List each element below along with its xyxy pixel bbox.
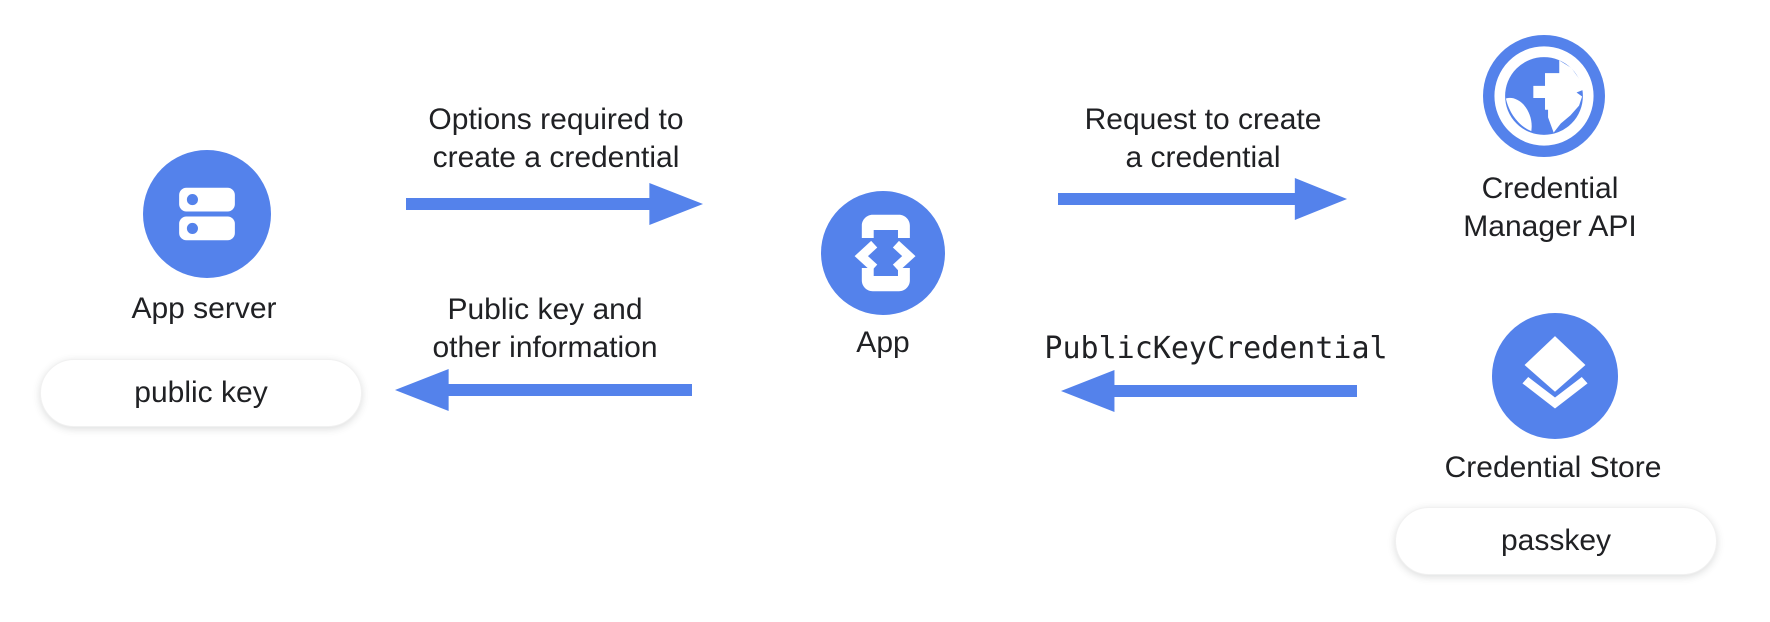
arrow-right-icon	[1058, 178, 1348, 220]
passkey-badge: passkey	[1395, 507, 1717, 575]
credential-manager-api-label: Credential Manager API	[1463, 170, 1636, 246]
public-key-info-flow-label-line1: Public key and	[447, 293, 643, 326]
credential-manager-api-node	[1483, 35, 1605, 157]
request-flow-label-line2: a credential	[1125, 141, 1281, 174]
credential-store-node	[1492, 313, 1618, 439]
credential-manager-api-label-line1: Credential	[1481, 172, 1619, 205]
arrow-left-icon	[1060, 370, 1357, 412]
options-flow-label-line1: Options required to	[428, 103, 684, 136]
globe-icon	[1494, 46, 1594, 146]
public-key-credential-flow-label: PublicKeyCredential	[1044, 331, 1388, 366]
public-key-info-flow-label-line2: other information	[432, 331, 658, 364]
phone-code-icon	[854, 214, 916, 292]
app-label: App	[856, 326, 910, 359]
credential-manager-api-label-line2: Manager API	[1463, 210, 1637, 243]
public-key-info-flow-label: Public key and other information	[432, 291, 657, 367]
app-server-label: App server	[131, 292, 277, 325]
request-flow-label: Request to create a credential	[1085, 101, 1322, 177]
server-icon	[179, 187, 235, 241]
passkey-badge-text: passkey	[1500, 524, 1612, 557]
public-key-badge-text: public key	[134, 376, 268, 409]
options-flow-label: Options required to create a credential	[428, 101, 683, 177]
app-node	[821, 191, 945, 315]
credential-store-label: Credential Store	[1444, 451, 1662, 484]
layers-icon	[1522, 336, 1588, 409]
app-server-node	[143, 150, 271, 278]
arrow-right-icon	[406, 183, 704, 225]
request-flow-label-line1: Request to create	[1084, 103, 1322, 136]
public-key-badge: public key	[40, 359, 362, 427]
options-flow-label-line2: create a credential	[432, 141, 680, 174]
arrow-left-icon	[394, 369, 692, 411]
